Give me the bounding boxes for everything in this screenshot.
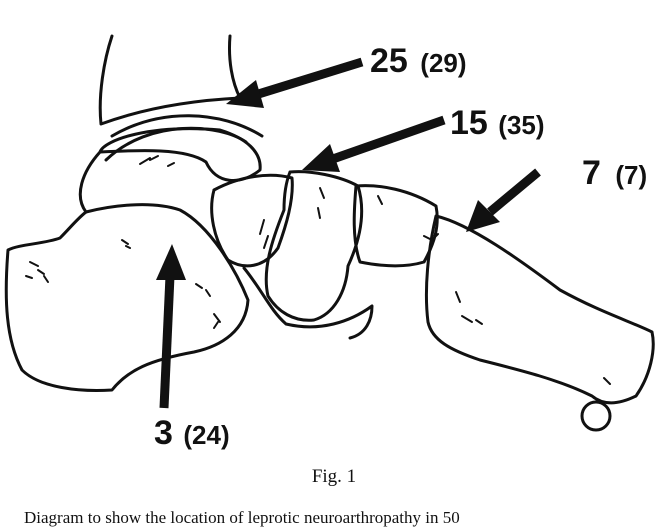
figure-title: Fig. 1: [311, 466, 357, 487]
cuboid-outline: [242, 266, 374, 340]
figure-description: Diagram to show the location of leprotic…: [24, 508, 460, 527]
arrow-metatarsal-joint: [466, 168, 541, 232]
talus-outline: [78, 127, 262, 214]
metatarsal-outline: [424, 214, 655, 405]
tibia-outline: [98, 34, 242, 126]
surface-stipple: [25, 155, 611, 385]
navicular-outline: [210, 173, 294, 268]
cuneiform-outline: [264, 170, 364, 322]
calcaneus-outline: [4, 203, 250, 392]
label-metatarsal-joint: 7 (7): [582, 154, 647, 192]
label-subtalar: 3 (24): [154, 414, 230, 452]
arrow-talonavicular: [302, 115, 446, 172]
arrow-subtalar: [156, 244, 186, 409]
arrow-talar-dome: [226, 57, 364, 108]
intermediate-cuneiform-outline: [352, 184, 439, 268]
label-talonavicular: 15 (35): [450, 104, 545, 142]
sesamoid-outline: [580, 400, 612, 432]
talar-dome-arc-outer: [110, 114, 264, 138]
label-talar-dome: 25 (29): [370, 42, 467, 80]
